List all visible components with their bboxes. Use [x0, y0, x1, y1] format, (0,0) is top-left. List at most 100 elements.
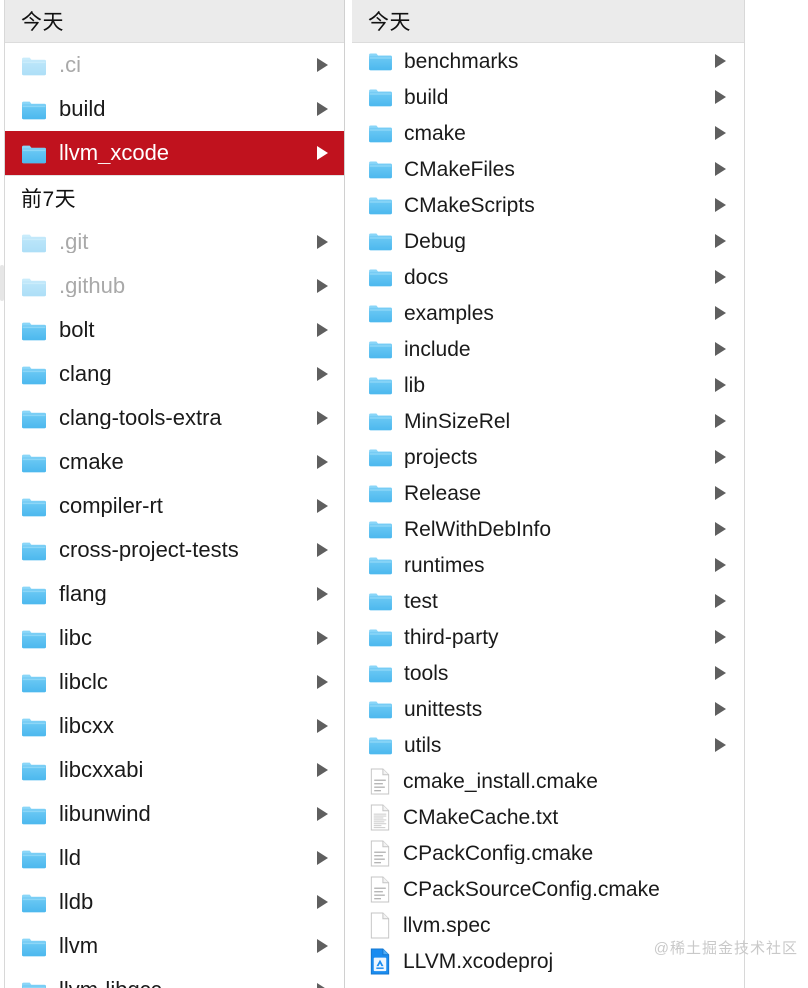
list-item[interactable]: build	[352, 79, 744, 115]
chevron-right-icon[interactable]	[715, 306, 726, 320]
list-item[interactable]: benchmarks	[352, 43, 744, 79]
list-item[interactable]: unittests	[352, 691, 744, 727]
list-item-label: Debug	[404, 230, 466, 252]
chevron-right-icon[interactable]	[317, 102, 328, 116]
list-item[interactable]: Release	[352, 475, 744, 511]
chevron-right-icon[interactable]	[715, 54, 726, 68]
list-item[interactable]: CPackConfig.cmake	[352, 835, 744, 871]
chevron-right-icon[interactable]	[317, 895, 328, 909]
chevron-right-icon[interactable]	[317, 851, 328, 865]
list-item[interactable]: libcxx	[5, 704, 344, 748]
list-item[interactable]: clang-tools-extra	[5, 396, 344, 440]
list-item[interactable]: include	[352, 331, 744, 367]
chevron-right-icon[interactable]	[317, 807, 328, 821]
list-item[interactable]: .ci	[5, 43, 344, 87]
list-item[interactable]: bolt	[5, 308, 344, 352]
list-item[interactable]: cross-project-tests	[5, 528, 344, 572]
list-item[interactable]: build	[5, 87, 344, 131]
list-item[interactable]: projects	[352, 439, 744, 475]
list-item-label: libcxxabi	[59, 759, 144, 781]
list-item[interactable]: utils	[352, 727, 744, 763]
chevron-right-icon[interactable]	[317, 939, 328, 953]
chevron-right-icon[interactable]	[715, 90, 726, 104]
list-item[interactable]: runtimes	[352, 547, 744, 583]
list-item[interactable]: cmake	[5, 440, 344, 484]
chevron-right-icon[interactable]	[317, 58, 328, 72]
chevron-right-icon[interactable]	[715, 378, 726, 392]
list-item[interactable]: lldb	[5, 880, 344, 924]
chevron-right-icon[interactable]	[715, 162, 726, 176]
list-item[interactable]: CPackSourceConfig.cmake	[352, 871, 744, 907]
list-item[interactable]: CMakeCache.txt	[352, 799, 744, 835]
chevron-right-icon[interactable]	[317, 499, 328, 513]
list-item[interactable]: libunwind	[5, 792, 344, 836]
chevron-right-icon[interactable]	[715, 450, 726, 464]
list-item[interactable]: cmake	[352, 115, 744, 151]
list-item[interactable]: MinSizeRel	[352, 403, 744, 439]
chevron-right-icon[interactable]	[715, 594, 726, 608]
chevron-right-icon[interactable]	[317, 279, 328, 293]
list-item[interactable]: RelWithDebInfo	[352, 511, 744, 547]
folder-icon	[368, 663, 393, 683]
list-item-selected[interactable]: llvm_xcode	[5, 131, 344, 175]
chevron-right-icon[interactable]	[317, 146, 328, 160]
chevron-right-icon[interactable]	[317, 587, 328, 601]
list-item[interactable]: CMakeFiles	[352, 151, 744, 187]
list-item[interactable]: libclc	[5, 660, 344, 704]
list-item[interactable]: llvm.spec	[352, 907, 744, 943]
list-item-label: runtimes	[404, 554, 485, 576]
chevron-right-icon[interactable]	[317, 411, 328, 425]
list-item[interactable]: examples	[352, 295, 744, 331]
chevron-right-icon[interactable]	[317, 455, 328, 469]
chevron-right-icon[interactable]	[715, 270, 726, 284]
list-item[interactable]: compiler-rt	[5, 484, 344, 528]
list-item[interactable]: llvm	[5, 924, 344, 968]
chevron-right-icon[interactable]	[715, 630, 726, 644]
list-item[interactable]: lld	[5, 836, 344, 880]
chevron-right-icon[interactable]	[317, 719, 328, 733]
chevron-right-icon[interactable]	[317, 367, 328, 381]
chevron-right-icon[interactable]	[715, 198, 726, 212]
chevron-right-icon[interactable]	[317, 763, 328, 777]
list-item[interactable]: .git	[5, 220, 344, 264]
list-item[interactable]: llvm-libgcc	[5, 968, 344, 988]
list-item[interactable]: CMakeScripts	[352, 187, 744, 223]
chevron-right-icon[interactable]	[317, 235, 328, 249]
list-item[interactable]: libc	[5, 616, 344, 660]
chevron-right-icon[interactable]	[715, 342, 726, 356]
list-item[interactable]: docs	[352, 259, 744, 295]
list-item[interactable]: clang	[5, 352, 344, 396]
chevron-right-icon[interactable]	[715, 558, 726, 572]
group-header: 今天	[5, 0, 344, 43]
list-item[interactable]: test	[352, 583, 744, 619]
chevron-right-icon[interactable]	[715, 738, 726, 752]
list-item[interactable]: cmake_install.cmake	[352, 763, 744, 799]
list-item[interactable]: lib	[352, 367, 744, 403]
chevron-right-icon[interactable]	[715, 702, 726, 716]
chevron-right-icon[interactable]	[317, 675, 328, 689]
list-item[interactable]: flang	[5, 572, 344, 616]
chevron-right-icon[interactable]	[317, 543, 328, 557]
list-item[interactable]: LLVM.xcodeproj	[352, 943, 744, 979]
list-item[interactable]: third-party	[352, 619, 744, 655]
chevron-right-icon[interactable]	[715, 234, 726, 248]
list-item[interactable]: libcxxabi	[5, 748, 344, 792]
chevron-right-icon[interactable]	[317, 323, 328, 337]
chevron-right-icon[interactable]	[317, 631, 328, 645]
chevron-right-icon[interactable]	[715, 126, 726, 140]
list-item[interactable]: tools	[352, 655, 744, 691]
list-item-label: lldb	[59, 891, 94, 913]
chevron-right-icon[interactable]	[715, 522, 726, 536]
chevron-right-icon[interactable]	[715, 486, 726, 500]
list-item[interactable]: Debug	[352, 223, 744, 259]
list-item[interactable]: .github	[5, 264, 344, 308]
chevron-right-icon[interactable]	[715, 414, 726, 428]
folder-icon	[21, 276, 47, 297]
chevron-right-icon[interactable]	[317, 983, 328, 988]
chevron-right-icon[interactable]	[715, 666, 726, 680]
scrollbar-nub[interactable]	[0, 265, 4, 301]
list-item-label: Release	[404, 482, 482, 504]
